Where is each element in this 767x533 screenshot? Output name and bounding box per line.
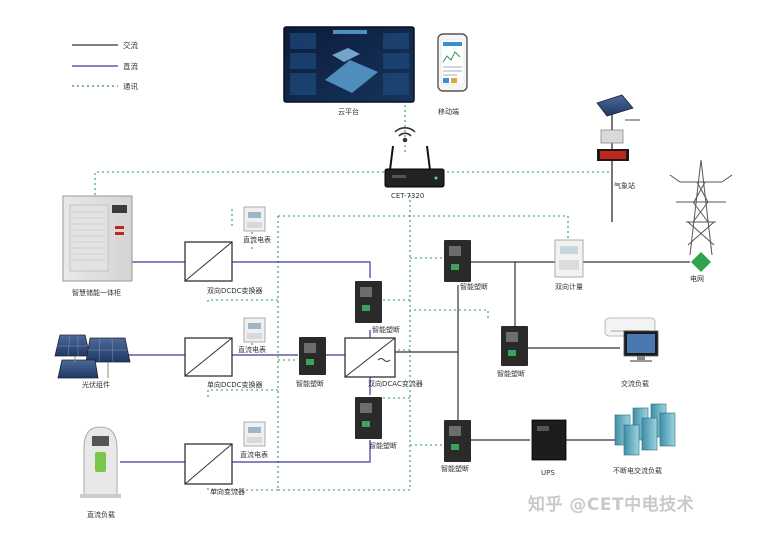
gateway-device — [384, 145, 445, 188]
watermark: 知乎 @CET中电技术 — [528, 495, 695, 515]
server-racks — [614, 403, 676, 456]
dc-meter-1-device — [243, 206, 266, 232]
breaker-dc-bus-device — [299, 337, 326, 375]
dc-charger — [80, 426, 121, 498]
storage-cabinet-label: 智慧储能一体柜 — [72, 289, 121, 297]
dc-meter-3-device — [243, 421, 266, 447]
monitor — [623, 330, 659, 362]
mobile-phone — [437, 33, 468, 92]
mobile-label: 移动端 — [438, 108, 459, 116]
pv-panels — [54, 334, 131, 379]
legend-ac-label: 交流 — [123, 41, 138, 50]
cloud-platform-screen — [283, 26, 415, 103]
ac-load-label: 交流负载 — [621, 380, 649, 388]
pv-label: 光伏组件 — [82, 381, 110, 389]
dc-meter-2-device — [243, 317, 266, 343]
breaker-upper-device — [355, 281, 382, 323]
breaker-lower-label: 智能塑断 — [369, 442, 397, 450]
legend-dc-label: 直流 — [123, 62, 138, 71]
transmission-tower — [669, 159, 733, 256]
legend-comm-label: 通讯 — [123, 82, 138, 91]
bidir-dcac-box — [344, 337, 396, 378]
legend — [72, 44, 118, 87]
bidir-dcac-label: 双向DCAC变流器 — [368, 380, 423, 388]
cloud-platform-label: 云平台 — [338, 108, 359, 116]
dc-load-label: 直流负载 — [87, 511, 115, 519]
dc-meter-2-label: 直流电表 — [238, 346, 266, 354]
bidir-meter-label: 双向计量 — [555, 283, 583, 291]
grid-label: 电网 — [690, 275, 704, 283]
dc-lines — [120, 261, 371, 463]
bidir-dcdc-label: 双向DCDC变换器 — [207, 287, 263, 295]
breaker-dc-bus-label: 智能塑断 — [296, 380, 324, 388]
dc-meter-3-label: 直流电表 — [240, 451, 268, 459]
ups-device — [531, 419, 567, 461]
unidir-converter-label: 单向变流器 — [210, 488, 245, 496]
ups-load-label: 不断电交流负载 — [613, 467, 662, 475]
unidir-converter-box — [184, 443, 233, 485]
breaker-grid-device — [444, 240, 471, 282]
weather-station-label: 气象站 — [614, 182, 635, 190]
breaker-ac-load-device — [501, 326, 528, 366]
wifi-icon — [394, 127, 416, 143]
storage-cabinet — [62, 195, 133, 282]
ac-lines — [395, 261, 690, 441]
weather-station — [596, 94, 640, 222]
breaker-ups-label: 智能塑断 — [441, 465, 469, 473]
gateway-label: CET-7320 — [391, 192, 425, 200]
unidir-dcdc-label: 单向DCDC变换器 — [207, 381, 263, 389]
breaker-lower-device — [355, 397, 382, 439]
breaker-ac-load-label: 智能塑断 — [497, 370, 525, 378]
breaker-ups-device — [444, 420, 471, 462]
bidir-dcdc-box — [184, 241, 233, 282]
unidir-dcdc-box — [184, 337, 233, 377]
breaker-upper-label: 智能塑断 — [372, 326, 400, 334]
ups-label: UPS — [541, 469, 555, 477]
breaker-grid-label: 智能塑断 — [460, 283, 488, 291]
bidir-meter-device — [554, 239, 584, 278]
dc-meter-1-label: 直流电表 — [243, 236, 271, 244]
grid-marker — [691, 252, 711, 272]
